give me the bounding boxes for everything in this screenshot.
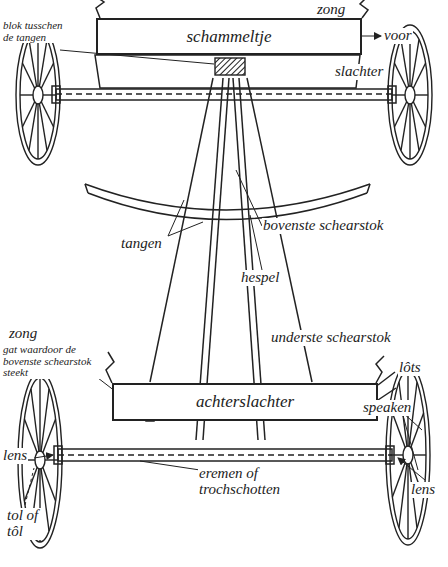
part-label: eremen of trochschotten [198,466,310,498]
wheel-hub [33,86,43,104]
part-label: voor [383,28,413,44]
part-label: hespel [240,270,280,286]
wheel-spoke [407,455,408,539]
part-label: lens [2,448,28,464]
beam-box: achterslachter [112,383,378,421]
wheel-spoke [39,378,40,460]
part-label: underste schearstok [270,330,392,346]
beam-name: achterslachter [196,392,294,412]
wheel-hub [403,446,413,464]
beam-box: schammeltje [96,18,362,55]
beam-name: schammeltje [187,27,272,47]
part-label: blok tusschen de tangen [2,20,66,43]
part-label: slachter [334,64,384,80]
part-label: speaken [362,400,412,416]
part-label: zong [316,2,346,18]
part-label: bovenste schearstok [262,218,384,234]
part-label: tol of tôl [6,508,42,540]
wheel-hub [405,86,415,104]
part-label: tangen [120,236,163,252]
wheel-spoke [31,389,40,460]
part-label: gat waardoor de bovenste schearstok stee… [2,344,102,379]
part-label: lôts [398,360,422,376]
wheel-hub [35,451,45,469]
part-label: lens [410,482,436,498]
part-label: zong [8,326,38,342]
